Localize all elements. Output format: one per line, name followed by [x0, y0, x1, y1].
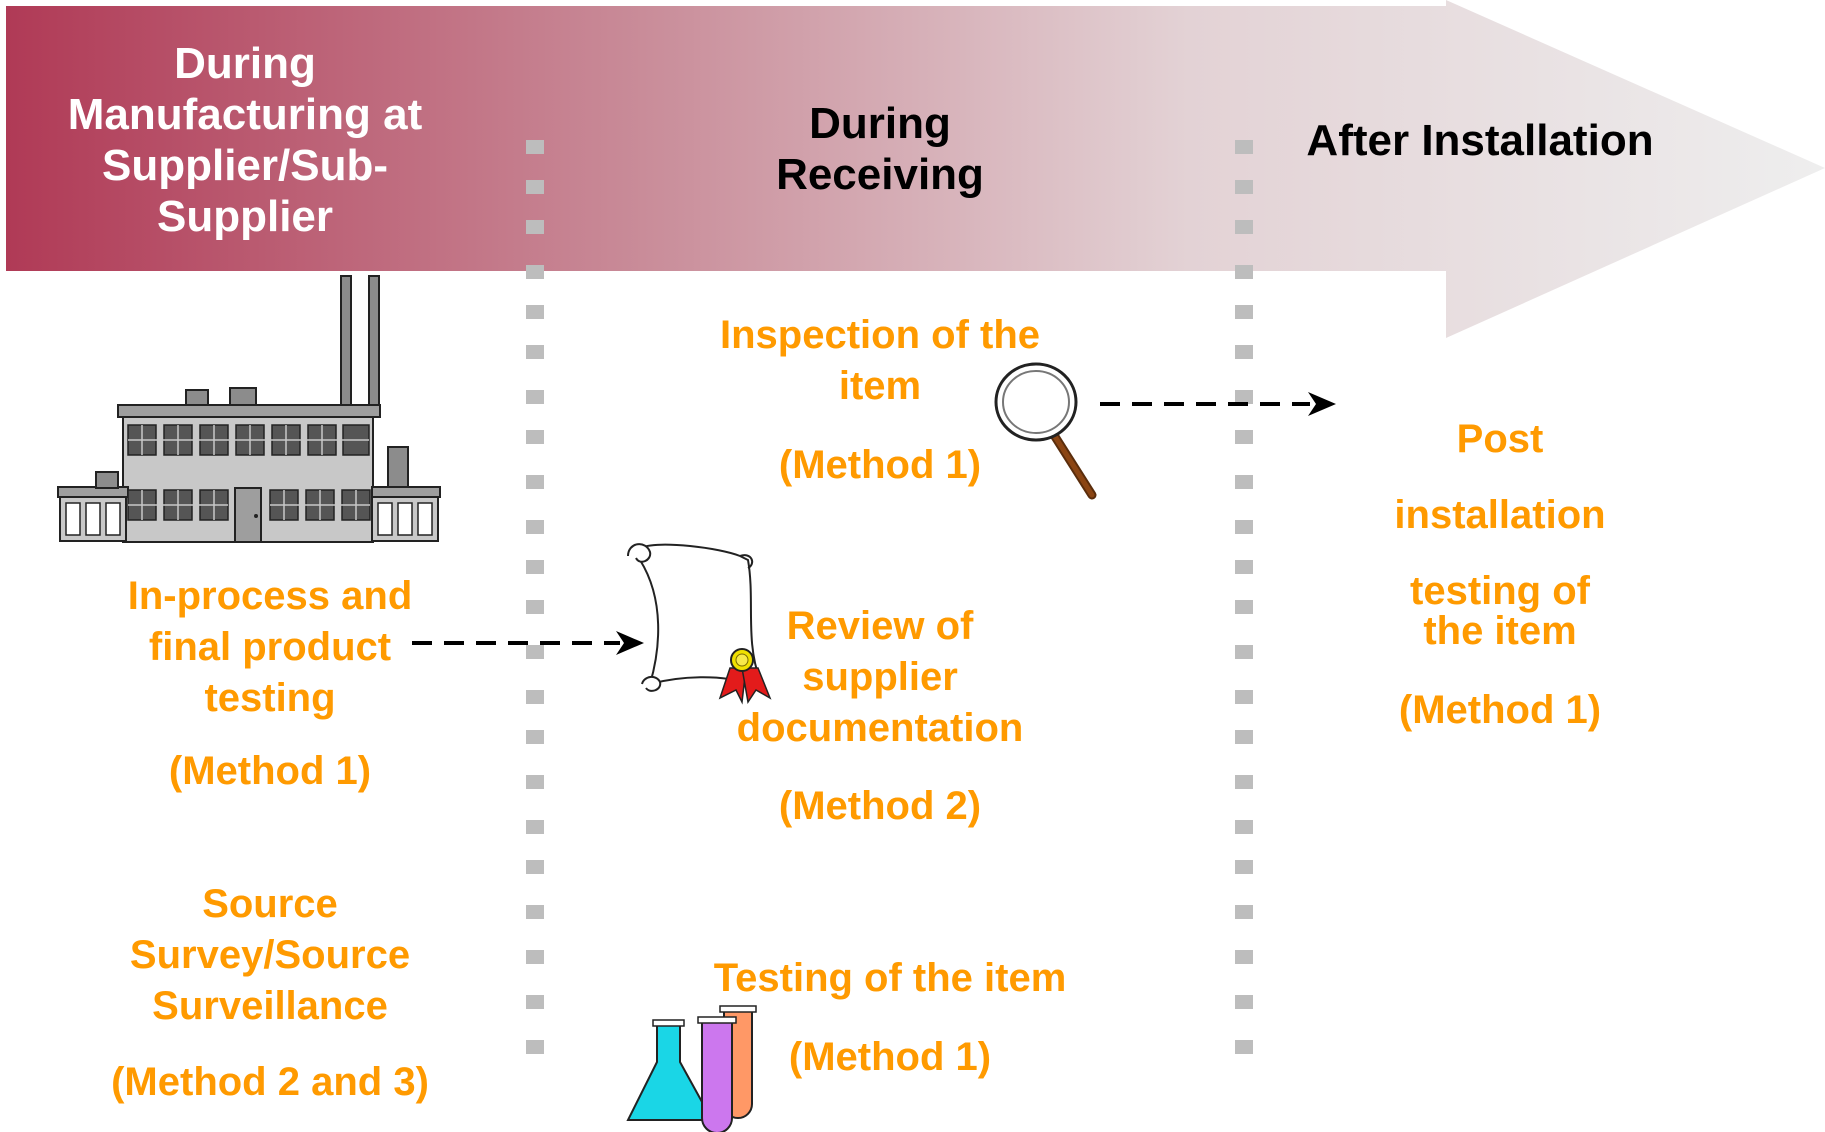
activity-inspection: Inspection of the item: [720, 313, 1040, 408]
activity-inspection-method: (Method 1): [778, 443, 982, 487]
activity-post-installation: Post installation testing of: [1394, 417, 1606, 613]
activity-inprocess-method: (Method 1): [168, 749, 372, 793]
divider-left: [526, 140, 544, 1054]
activity-inprocess-testing: In-process and final product testing: [127, 574, 413, 720]
flow-arrow-inspection-to-post: [1100, 392, 1336, 416]
activity-post-installation-line4: the item: [1423, 609, 1577, 653]
activity-testing-item: Testing of the item: [713, 956, 1067, 1000]
phase-manufacturing-header: During Manufacturing at Supplier/Sub- Su…: [67, 39, 423, 241]
activity-testing-method: (Method 1): [788, 1035, 992, 1079]
divider-right: [1235, 140, 1253, 1054]
phase-receiving-header: During Receiving: [776, 99, 984, 199]
activity-source-method: (Method 2 and 3): [111, 1060, 429, 1104]
phase-installation-header: After Installation: [1306, 116, 1654, 165]
activity-review-method: (Method 2): [778, 784, 982, 828]
activity-review-documentation: Review of supplier documentation: [736, 604, 1024, 750]
flow-arrow-testing-to-review: [412, 631, 644, 655]
activity-source-survey: Source Survey/Source Surveillance: [129, 882, 411, 1028]
activity-post-method: (Method 1): [1398, 688, 1602, 732]
